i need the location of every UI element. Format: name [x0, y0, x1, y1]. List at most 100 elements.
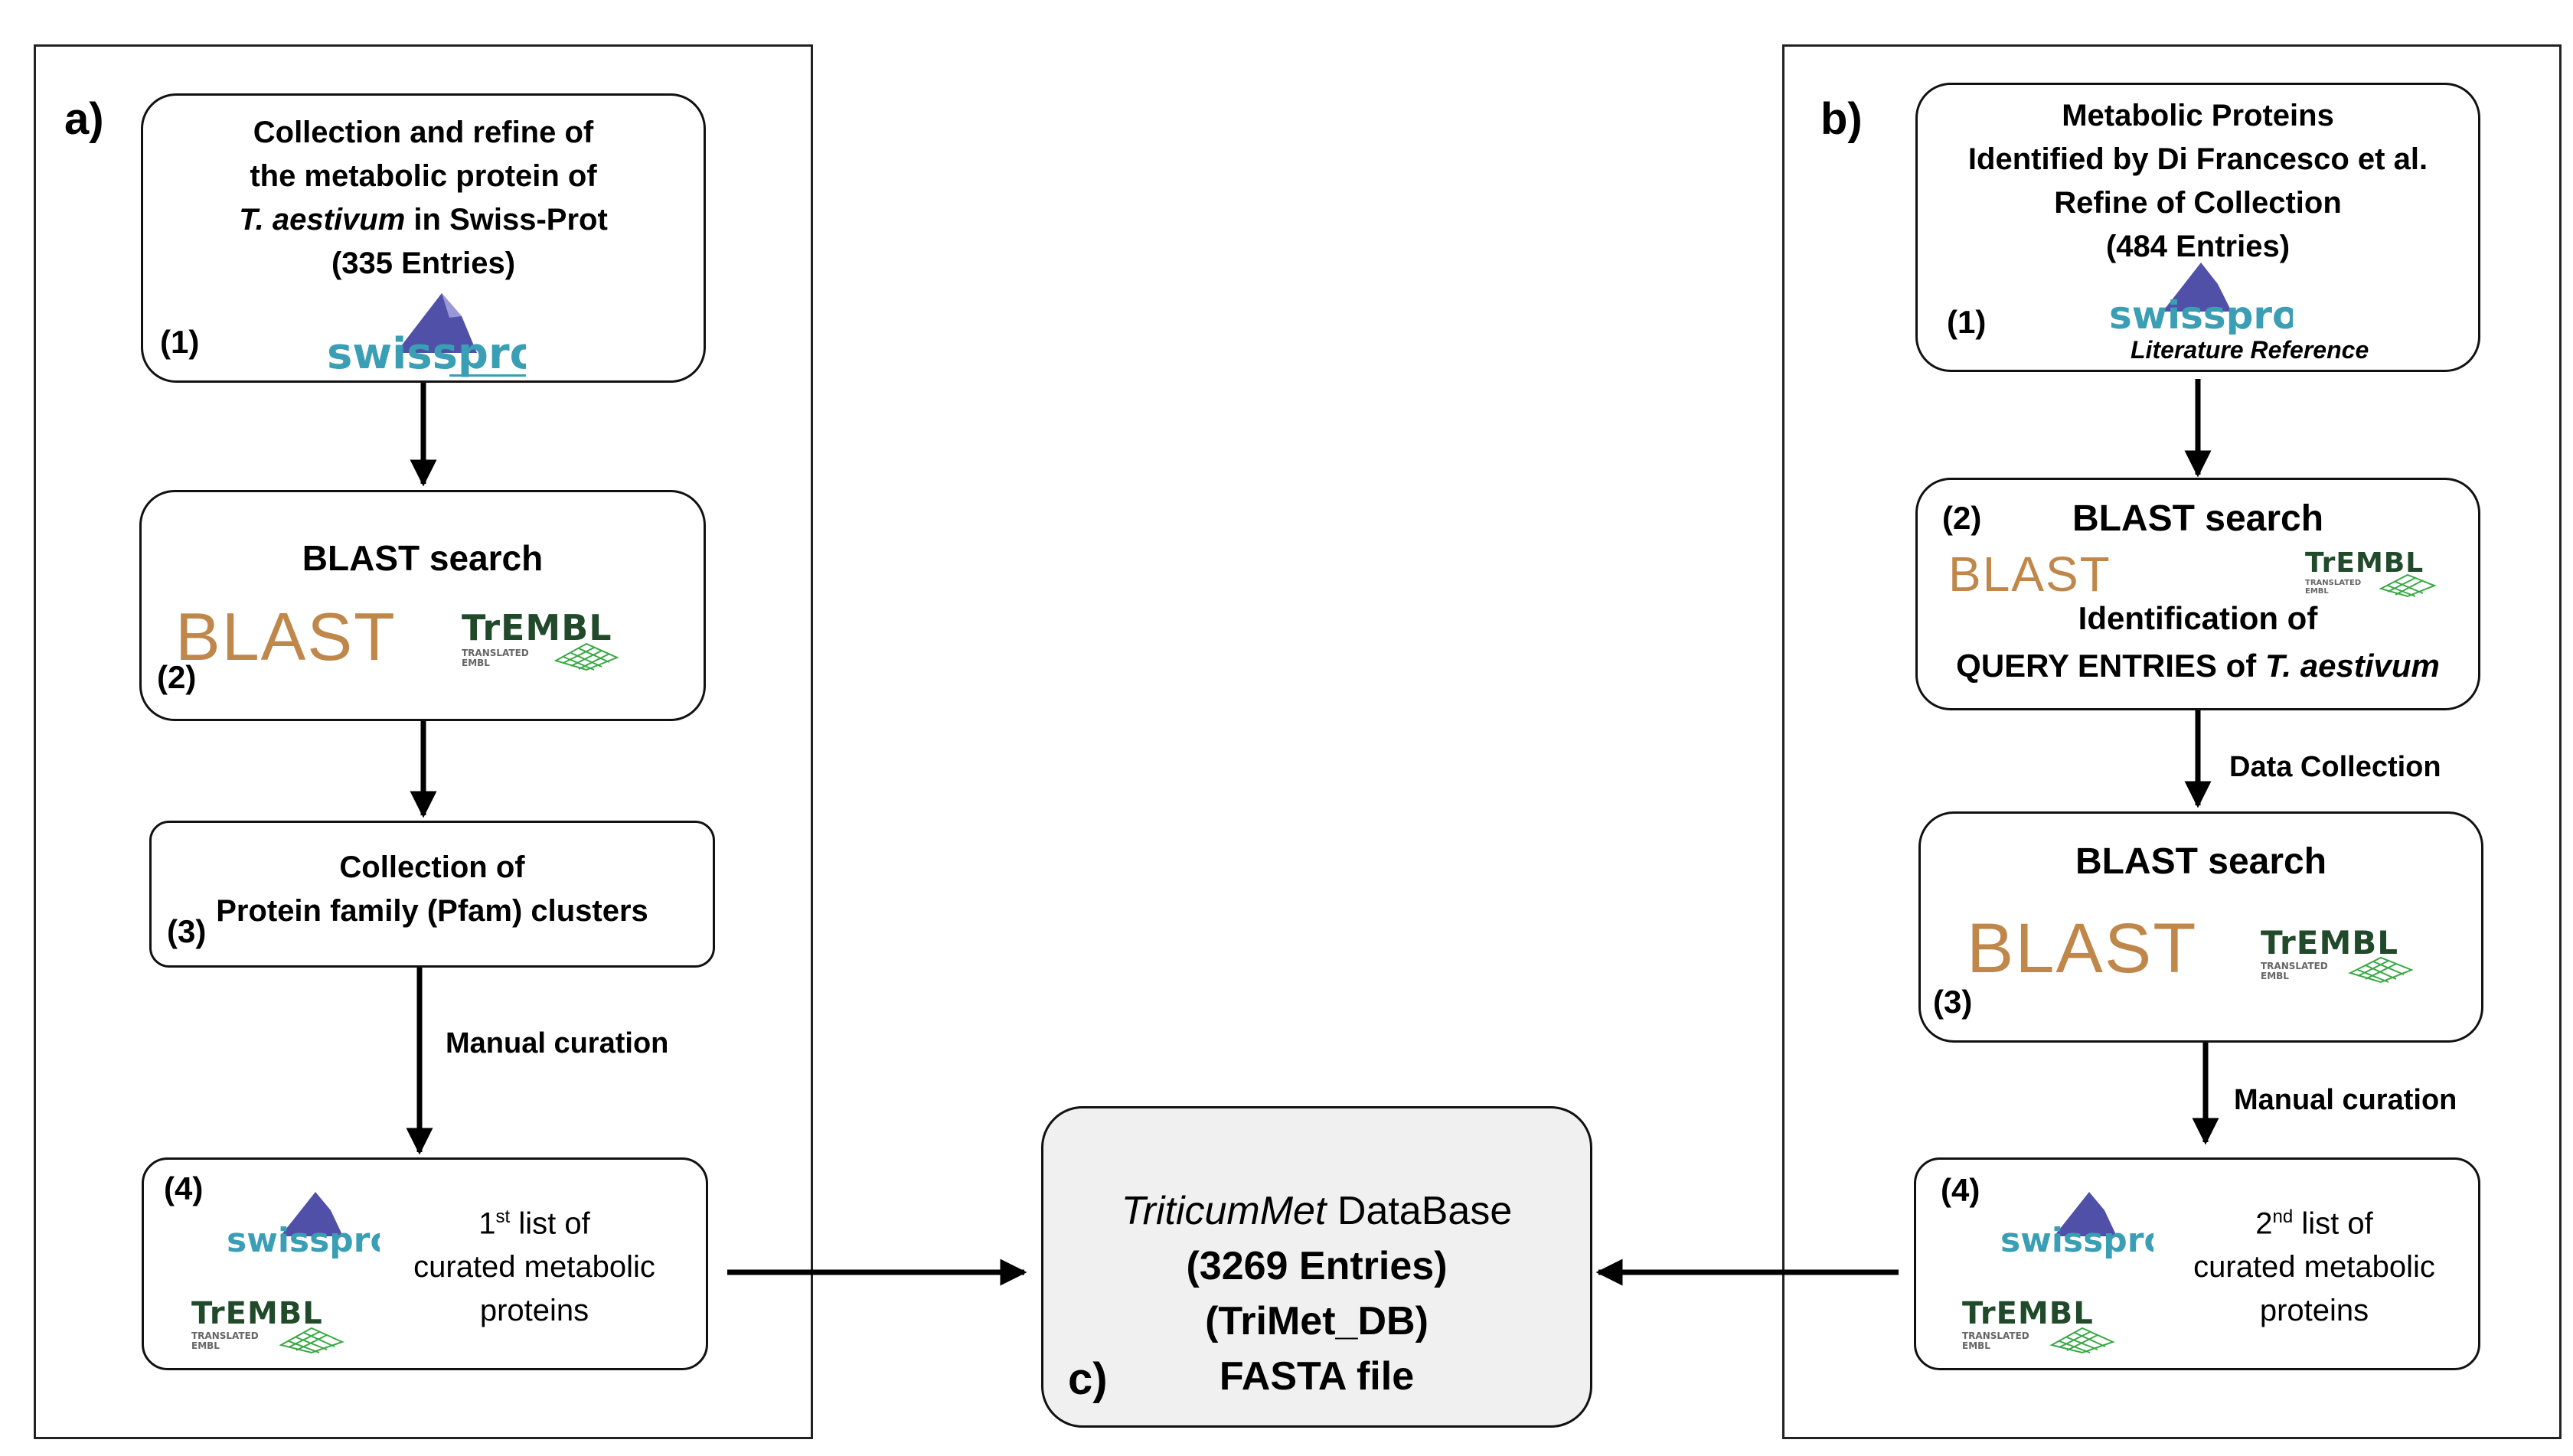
box-a4-first-curated-list: (4) swissprot TrEMBL TRANSLATED EMBL 1st…	[142, 1157, 708, 1370]
swissprot-mountain-icon: swissprot	[2000, 1192, 2183, 1260]
box-b1-text: Metabolic Proteins Identified by Di Fran…	[1918, 94, 2478, 269]
box-b2-line1: Identification of	[2078, 600, 2318, 636]
literature-reference-caption: Literature Reference	[2131, 336, 2369, 364]
trembl-sub2: EMBL	[2261, 971, 2289, 981]
trembl-sub1: TRANSLATED	[462, 648, 529, 658]
swissprot-logo-small: swissprot	[227, 1187, 410, 1264]
box-a1-line3: T. aestivum in Swiss-Prot	[143, 198, 704, 242]
swissprot-logo-text: swissprot	[2000, 1221, 2153, 1260]
box-b3-blast-search: BLAST search BLAST TrEMBL TRANSLATED EMB…	[1918, 811, 2483, 1043]
step-number-b2: (2)	[1942, 500, 1982, 536]
box-a4-ordinal-suffix: st	[495, 1206, 511, 1227]
box-a4-ordinal: 1	[478, 1206, 496, 1241]
edge-label-data-collection: Data Collection	[2229, 751, 2441, 783]
box-b1-line4: (484 Entries)	[2105, 230, 2291, 263]
box-a4-line3: proteins	[479, 1294, 589, 1328]
trembl-sub2: EMBL	[462, 658, 490, 668]
trembl-sub2: EMBL	[2305, 587, 2329, 596]
box-b4-text: 2nd list of curated metabolic proteins	[2169, 1195, 2460, 1333]
trembl-logo-text: TrEMBL	[1962, 1296, 2094, 1331]
step-number-a4: (4)	[164, 1170, 204, 1206]
box-a1-swissprot-collection: Collection and refine of the metabolic p…	[141, 93, 706, 383]
trembl-logo-text: TrEMBL	[462, 607, 612, 648]
box-b3-title: BLAST search	[2075, 841, 2327, 882]
box-b4-second-curated-list: (4) swissprot TrEMBL TRANSLATED EMBL 2nd…	[1914, 1157, 2480, 1370]
trembl-grid-icon	[2348, 956, 2414, 984]
box-a1-text: Collection and refine of the metabolic p…	[143, 111, 704, 286]
box-a1-line1: Collection and refine of	[253, 116, 594, 149]
trembl-logo: TrEMBL TRANSLATED EMBL	[462, 607, 661, 671]
box-b2-title: BLAST search	[2072, 498, 2324, 539]
trembl-sub1: TRANSLATED	[191, 1330, 259, 1341]
panel-a-label: a)	[64, 94, 104, 144]
box-a1-line4: (335 Entries)	[331, 246, 516, 280]
box-a3-pfam-clusters: Collection of Protein family (Pfam) clus…	[149, 821, 715, 968]
step-number-a1: (1)	[160, 324, 200, 360]
box-a3-line2: Protein family (Pfam) clusters	[216, 894, 648, 928]
swissprot-mountain-icon: swissprot	[227, 1192, 410, 1260]
trembl-grid-icon	[2049, 1327, 2115, 1354]
box-b1-line1: Metabolic Proteins	[2062, 99, 2334, 132]
swissprot-logo-text: swissprot	[2109, 293, 2293, 335]
box-a4-line1: 1st list of	[397, 1195, 672, 1245]
swissprot-logo-text: swissprot	[227, 1221, 380, 1260]
trembl-logo-text: TrEMBL	[2261, 924, 2399, 961]
trembl-sub2: EMBL	[191, 1340, 220, 1351]
swissprot-logo-text: swissprot	[327, 329, 526, 379]
box-b2-line2-prefix: QUERY ENTRIES of	[1956, 648, 2265, 684]
trembl-logo-text: TrEMBL	[191, 1296, 323, 1331]
box-a4-text: 1st list of curated metabolic proteins	[397, 1195, 672, 1333]
box-b2-text: Identification of QUERY ENTRIES of T. ae…	[1918, 595, 2478, 690]
box-b4-line3: proteins	[2259, 1294, 2369, 1328]
step-number-a3: (3)	[167, 913, 207, 949]
box-a4-line2: curated metabolic	[413, 1250, 655, 1285]
trembl-logo: TrEMBL TRANSLATED EMBL	[2261, 924, 2452, 984]
box-b2-blast-query: (2) BLAST search BLAST TrEMBL TRANSLATED…	[1915, 478, 2480, 710]
box-a3-text: Collection of Protein family (Pfam) clus…	[152, 846, 713, 933]
database-name: TriticumMet	[1121, 1189, 1327, 1233]
trembl-logo-small: TrEMBL TRANSLATED EMBL	[1962, 1296, 2146, 1354]
trembl-grid-icon	[279, 1327, 344, 1354]
trembl-sub1: TRANSLATED	[1962, 1330, 2029, 1341]
box-a2-blast-search: BLAST search BLAST TrEMBL TRANSLATED EMB…	[139, 490, 706, 721]
step-number-b3: (3)	[1933, 984, 1973, 1020]
trembl-logo-small: TrEMBL TRANSLATED EMBL	[191, 1296, 375, 1354]
box-b2-line2: QUERY ENTRIES of T. aestivum	[1918, 642, 2478, 690]
swissprot-mountain-icon: swissprot	[2109, 263, 2317, 338]
trembl-sub1: TRANSLATED	[2305, 579, 2362, 587]
blast-logo: BLAST	[1948, 547, 2111, 602]
step-number-a2: (2)	[157, 659, 197, 695]
box-c-line1: TriticumMet DataBase	[1043, 1183, 1590, 1239]
box-c-line2: (3269 Entries)	[1186, 1244, 1448, 1288]
box-b4-line1: 2nd list of	[2169, 1195, 2460, 1245]
trembl-logo-text: TrEMBL	[2305, 547, 2424, 579]
panel-c-label: c)	[1068, 1354, 1108, 1404]
trembl-sub1: TRANSLATED	[2261, 961, 2328, 971]
box-a2-title: BLAST search	[302, 538, 544, 578]
species-name: T. aestivum	[2264, 648, 2440, 684]
step-number-b4: (4)	[1941, 1172, 1980, 1208]
box-c-text: TriticumMet DataBase (3269 Entries) (Tri…	[1043, 1183, 1590, 1404]
blast-logo: BLAST	[175, 599, 397, 674]
box-b4-line1-rest: list of	[2293, 1206, 2373, 1241]
swissprot-mountain-icon: swissprot	[327, 293, 560, 379]
trembl-grid-icon	[553, 642, 619, 671]
box-a1-line3-rest: in Swiss-Prot	[405, 203, 608, 237]
step-number-b1: (1)	[1947, 304, 1987, 340]
box-c-line3: (TriMet_DB)	[1205, 1299, 1429, 1343]
box-a1-line2: the metabolic protein of	[250, 159, 597, 193]
edge-label-manual-curation-left: Manual curation	[446, 1027, 669, 1059]
box-c-line1-rest: DataBase	[1326, 1189, 1513, 1233]
panel-b-label: b)	[1820, 94, 1863, 144]
box-a4-line1-rest: list of	[510, 1206, 590, 1241]
trembl-sub2: EMBL	[1962, 1340, 1990, 1351]
trembl-grid-icon	[2379, 573, 2437, 598]
box-c-line4: FASTA file	[1219, 1354, 1415, 1399]
trembl-logo: TrEMBL TRANSLATED EMBL	[2305, 547, 2473, 598]
swissprot-logo: swissprot	[327, 286, 560, 384]
box-b4-ordinal: 2	[2255, 1206, 2273, 1241]
species-name: T. aestivum	[239, 203, 406, 237]
box-b1-di-francesco-collection: Metabolic Proteins Identified by Di Fran…	[1915, 83, 2480, 372]
box-b1-line3: Refine of Collection	[2054, 186, 2342, 220]
